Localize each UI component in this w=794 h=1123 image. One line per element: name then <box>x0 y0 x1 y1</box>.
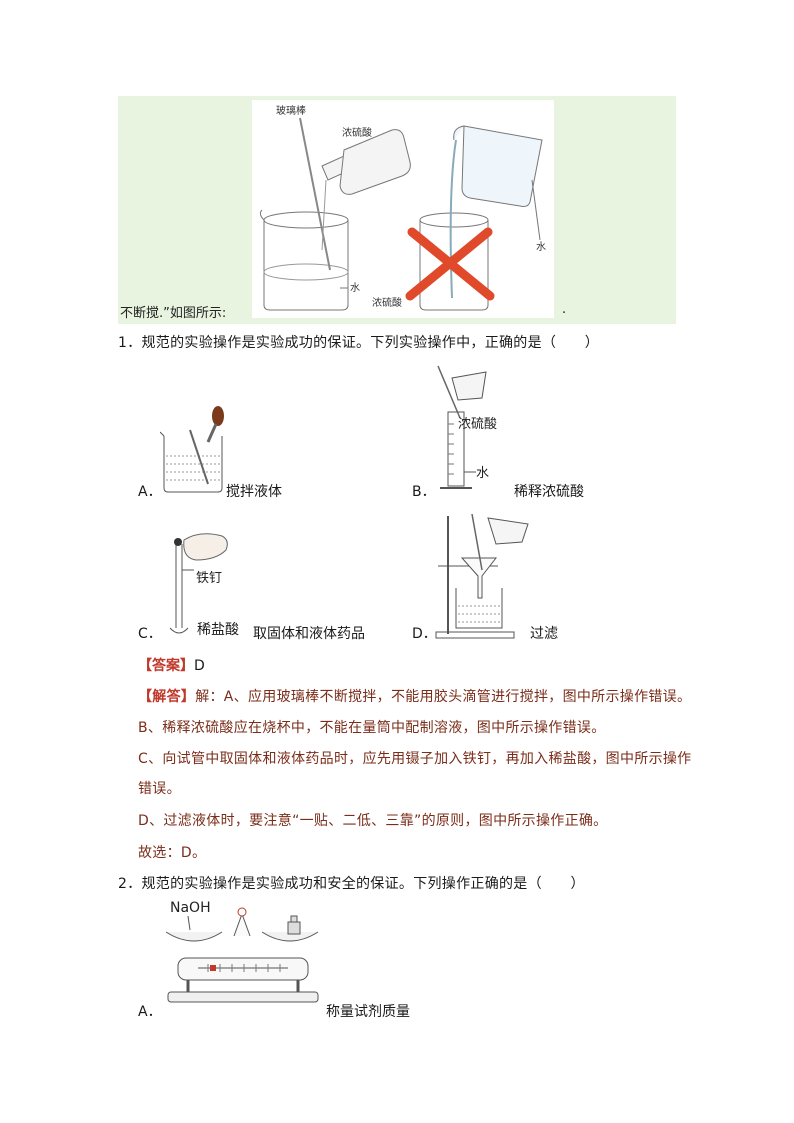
q1-option-b-figure: 浓硫酸 水 <box>437 365 497 489</box>
water-cup <box>453 125 543 207</box>
q1-option-b-caption: 稀释浓硫酸 <box>514 484 584 500</box>
q1-analysis-tag: 【解答】 <box>138 689 196 705</box>
q2-stem: 2．规范的实验操作是实验成功和安全的保证。下列操作正确的是（ ） <box>118 876 585 892</box>
q2-option-a-caption: 称量试剂质量 <box>326 1004 410 1020</box>
right-beaker <box>419 212 489 311</box>
q1-option-a-figure <box>160 406 224 493</box>
q2-option-a-letter: A． <box>138 1004 162 1020</box>
q1-answer: 【答案】D <box>138 655 205 675</box>
q1-option-c-letter: C． <box>138 626 162 642</box>
q1-analysis-line-4: 错误。 <box>138 781 181 797</box>
q1-option-a-letter: A． <box>138 484 162 500</box>
q1-answer-value: D <box>194 658 205 674</box>
wrong-mark-icon <box>405 227 495 301</box>
q1-analysis-line-6: 故选：D。 <box>138 845 207 861</box>
q1-analysis-line-2: B、稀释浓硫酸应在烧杯中，不能在量筒中配制溶液，图中所示操作错误。 <box>138 720 606 736</box>
label-water-left: 水 <box>350 282 360 294</box>
q1-option-d-letter: D． <box>412 626 437 642</box>
q1-option-c-caption: 取固体和液体药品 <box>253 626 365 642</box>
q2-label-naoh: NaOH <box>170 900 211 916</box>
q2-option-a-figure: NaOH <box>165 900 319 1003</box>
intro-tail-dot: . <box>562 302 567 317</box>
left-beaker <box>259 209 349 311</box>
acid-bottle <box>321 129 411 195</box>
q1-analysis-line-1: 【解答】解：A、应用玻璃棒不断搅拌，不能用胶头滴管进行搅拌，图中所示操作错误。 <box>138 689 692 705</box>
label-acid-top: 浓硫酸 <box>342 126 372 139</box>
dilution-figure: 玻璃棒 浓硫酸 水 水 <box>252 100 554 318</box>
label-water-right: 水 <box>536 241 546 253</box>
q1-analysis-line-5: D、过滤液体时，要注意“一贴、二低、三靠”的原则，图中所示操作正确。 <box>138 813 608 829</box>
q1-stem: 1．规范的实验操作是实验成功的保证。下列实验操作中，正确的是（ ） <box>118 335 600 351</box>
intro-tail-text: 不断搅.”如图所示: <box>120 306 227 321</box>
q1-option-d-caption: 过滤 <box>530 626 558 642</box>
label-rod: 玻璃棒 <box>276 104 306 117</box>
label-acid-bottom: 浓硫酸 <box>372 296 402 309</box>
q1-option-b-letter: B． <box>412 484 436 500</box>
q1-option-c-figure: 铁钉 <box>169 533 228 634</box>
q1-option-c-label-acid: 稀盐酸 <box>197 622 239 638</box>
q1-analysis-line-3: C、向试管中取固体和液体药品时，应先用镊子加入铁钉，再加入稀盐酸，图中所示操作 <box>138 751 692 767</box>
q1-option-b-label-acid: 浓硫酸 <box>458 417 497 432</box>
q1-option-c-label-nail: 铁钉 <box>196 571 222 586</box>
q1-option-a-caption: 搅拌液体 <box>226 484 282 500</box>
q1-answer-tag: 【答案】 <box>138 658 194 674</box>
q1-option-d-figure <box>435 513 529 639</box>
q1-option-b-label-water: 水 <box>476 466 489 481</box>
